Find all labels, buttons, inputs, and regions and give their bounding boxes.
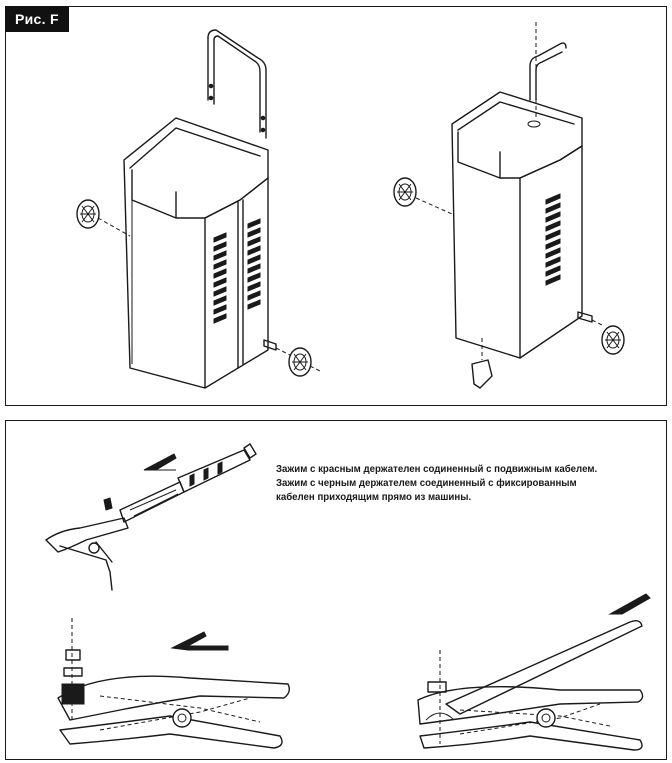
vent-slots-right bbox=[545, 193, 561, 286]
arrow-cable bbox=[143, 453, 177, 471]
charger-right-illustration bbox=[393, 22, 625, 389]
wheel-right-detached bbox=[263, 339, 323, 377]
cable-with-sleeve bbox=[103, 443, 257, 523]
charger-left-illustration bbox=[76, 29, 323, 389]
small-clamp bbox=[45, 517, 129, 591]
vent-slots-left bbox=[213, 218, 261, 324]
wheel-right-axle bbox=[577, 311, 625, 355]
charger-body-right bbox=[451, 91, 583, 359]
clamp-cable-detail bbox=[45, 443, 257, 591]
clamp-panel bbox=[5, 420, 667, 760]
wheel-left-detached bbox=[76, 199, 131, 237]
caption-line-3: кабелен приходящим прямо из машины. bbox=[276, 491, 472, 503]
clamp-right bbox=[417, 593, 651, 751]
clamp-left bbox=[57, 618, 291, 749]
clamp-caption: Зажим с красным держателен содиненный с … bbox=[276, 462, 629, 504]
caption-line-1: Зажим с красным держателен содиненный с … bbox=[276, 463, 598, 475]
arrow-clamp-right bbox=[608, 593, 651, 615]
front-foot bbox=[471, 338, 493, 389]
caption-line-2: Зажим с черным держателем соединенный с … bbox=[276, 477, 577, 489]
arrow-clamp-left bbox=[170, 631, 229, 651]
handle-inserted bbox=[529, 42, 567, 101]
figure-label: Рис. F bbox=[5, 6, 69, 32]
charger-body-left bbox=[123, 117, 269, 389]
wheel-right-left-side bbox=[393, 177, 453, 215]
detached-handle bbox=[207, 29, 267, 139]
